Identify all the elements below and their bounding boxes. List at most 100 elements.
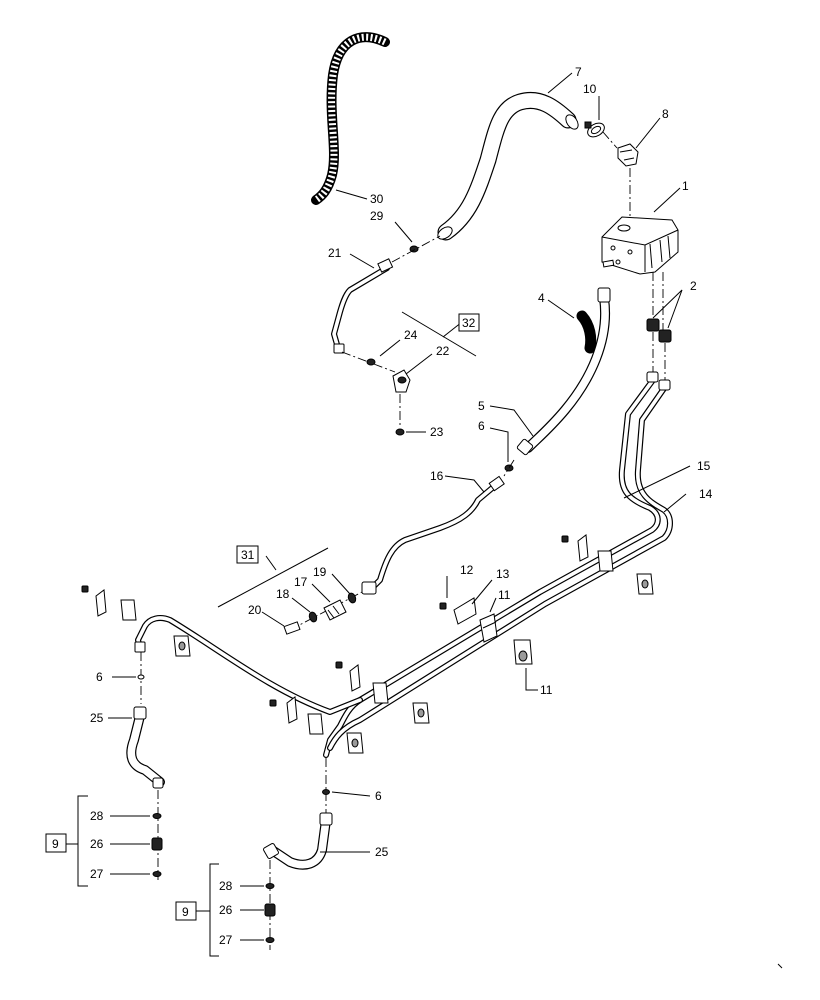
- leader-24: [379, 339, 401, 357]
- o-ring-28-mid[interactable]: [265, 883, 275, 889]
- leader-13: [471, 579, 493, 605]
- callout-23: 23: [430, 425, 444, 439]
- o-ring-18[interactable]: [308, 611, 318, 623]
- callout-2: 2: [690, 279, 697, 293]
- pressure-hose[interactable]: [516, 287, 611, 456]
- adapter-26-mid[interactable]: [264, 903, 276, 917]
- leader-30: [335, 189, 368, 200]
- kit-9a-bracket: [66, 795, 88, 887]
- return-hose[interactable]: [576, 310, 597, 354]
- callout-27b: 27: [219, 933, 233, 947]
- callout-14: 14: [699, 487, 713, 501]
- steel-tube-16[interactable]: [361, 475, 505, 595]
- centerline-8: [602, 131, 618, 149]
- callout-26b: 26: [219, 903, 233, 917]
- callout-6c: 6: [375, 789, 382, 803]
- steel-tube-15[interactable]: [323, 371, 661, 758]
- steel-tube-21[interactable]: [331, 258, 394, 354]
- kit-31-box[interactable]: [236, 545, 259, 564]
- adapter-26-left[interactable]: [151, 837, 163, 851]
- hydraulic-hose-25-mid[interactable]: [263, 812, 333, 870]
- tube-clamp-right[interactable]: [561, 534, 654, 595]
- callout-16: 16: [430, 469, 444, 483]
- clamp-plate-13[interactable]: [453, 597, 477, 625]
- leader-4: [547, 299, 575, 319]
- hydraulic-pump[interactable]: [601, 216, 679, 275]
- leader-22: [405, 353, 433, 375]
- callout-4: 4: [538, 291, 545, 305]
- tube-clamp-11a[interactable]: [479, 613, 498, 643]
- leader-11b: [525, 668, 538, 691]
- kit-31-bracket: [217, 547, 329, 608]
- callout-11a: 11: [498, 588, 511, 602]
- dust-cap-23[interactable]: [395, 428, 405, 436]
- callout-8: 8: [662, 107, 669, 121]
- callout-10: 10: [583, 82, 597, 96]
- callout-25a: 25: [90, 711, 104, 725]
- callout-5: 5: [478, 399, 485, 413]
- callout-15: 15: [697, 459, 711, 473]
- leader-14: [663, 493, 687, 513]
- callout-19: 19: [313, 565, 327, 579]
- o-ring-lower-mid[interactable]: [322, 789, 330, 795]
- leader-6a: [489, 427, 509, 462]
- test-port-fitting[interactable]: [392, 369, 411, 393]
- leader-19: [331, 573, 351, 595]
- o-ring-19[interactable]: [347, 592, 357, 604]
- leader-5: [489, 405, 534, 437]
- kit-32-box[interactable]: [458, 313, 480, 332]
- o-ring-lower-left[interactable]: [137, 674, 145, 680]
- leader-15: [623, 465, 691, 499]
- kit-32-label: 32: [462, 316, 476, 330]
- o-ring-29[interactable]: [409, 245, 419, 253]
- kit-31-label: 31: [241, 548, 255, 562]
- leader-18: [291, 597, 311, 613]
- tube-clamp-11b[interactable]: [513, 639, 533, 665]
- o-ring-27-mid[interactable]: [265, 937, 275, 943]
- callout-30: 30: [370, 192, 384, 206]
- leader-29: [394, 221, 413, 243]
- o-ring-24[interactable]: [366, 358, 376, 366]
- callout-26a: 26: [90, 837, 104, 851]
- elbow-fitting[interactable]: [617, 143, 639, 167]
- callout-22: 22: [436, 344, 450, 358]
- centerline-24: [341, 351, 396, 373]
- tube-clamp-mid2[interactable]: [269, 696, 364, 754]
- callout-11b: 11: [540, 683, 553, 697]
- o-ring-upper[interactable]: [504, 464, 514, 472]
- callout-25b: 25: [375, 845, 389, 859]
- kit-31-leader: [265, 555, 277, 571]
- o-ring-27-left[interactable]: [152, 871, 162, 877]
- callout-13: 13: [496, 567, 510, 581]
- pump-adapter-fittings[interactable]: [646, 318, 672, 343]
- tube-clamp-mid1[interactable]: [335, 661, 430, 724]
- callout-17: 17: [294, 575, 308, 589]
- callout-28a: 28: [90, 809, 104, 823]
- callout-29: 29: [370, 209, 384, 223]
- leader-11a: [489, 597, 497, 613]
- suction-hose[interactable]: [436, 92, 581, 241]
- kit-32-bracket: [401, 311, 477, 357]
- hose-clamp[interactable]: [584, 120, 607, 139]
- check-valve-17[interactable]: [323, 599, 347, 621]
- centerline-2b: [652, 332, 666, 380]
- centerline-2: [652, 272, 664, 330]
- steel-tube-left[interactable]: [134, 615, 363, 715]
- leader-6c: [331, 791, 371, 797]
- callout-6a: 6: [478, 419, 485, 433]
- corrugated-tube[interactable]: [311, 32, 390, 205]
- kit-9a-label: 9: [52, 837, 59, 851]
- callout-1: 1: [682, 179, 689, 193]
- steel-tube-14[interactable]: [327, 379, 673, 751]
- callout-28b: 28: [219, 879, 233, 893]
- kit-9a-box[interactable]: [45, 833, 67, 853]
- bolt-12[interactable]: [439, 602, 447, 610]
- tube-clamp-left[interactable]: [81, 585, 191, 657]
- plug-20[interactable]: [283, 621, 301, 635]
- o-ring-28-left[interactable]: [152, 813, 162, 819]
- hydraulic-hose-25-left[interactable]: [126, 706, 165, 789]
- callout-27a: 27: [90, 867, 104, 881]
- kit-9b-box[interactable]: [175, 901, 197, 921]
- kit-9b-label: 9: [182, 905, 189, 919]
